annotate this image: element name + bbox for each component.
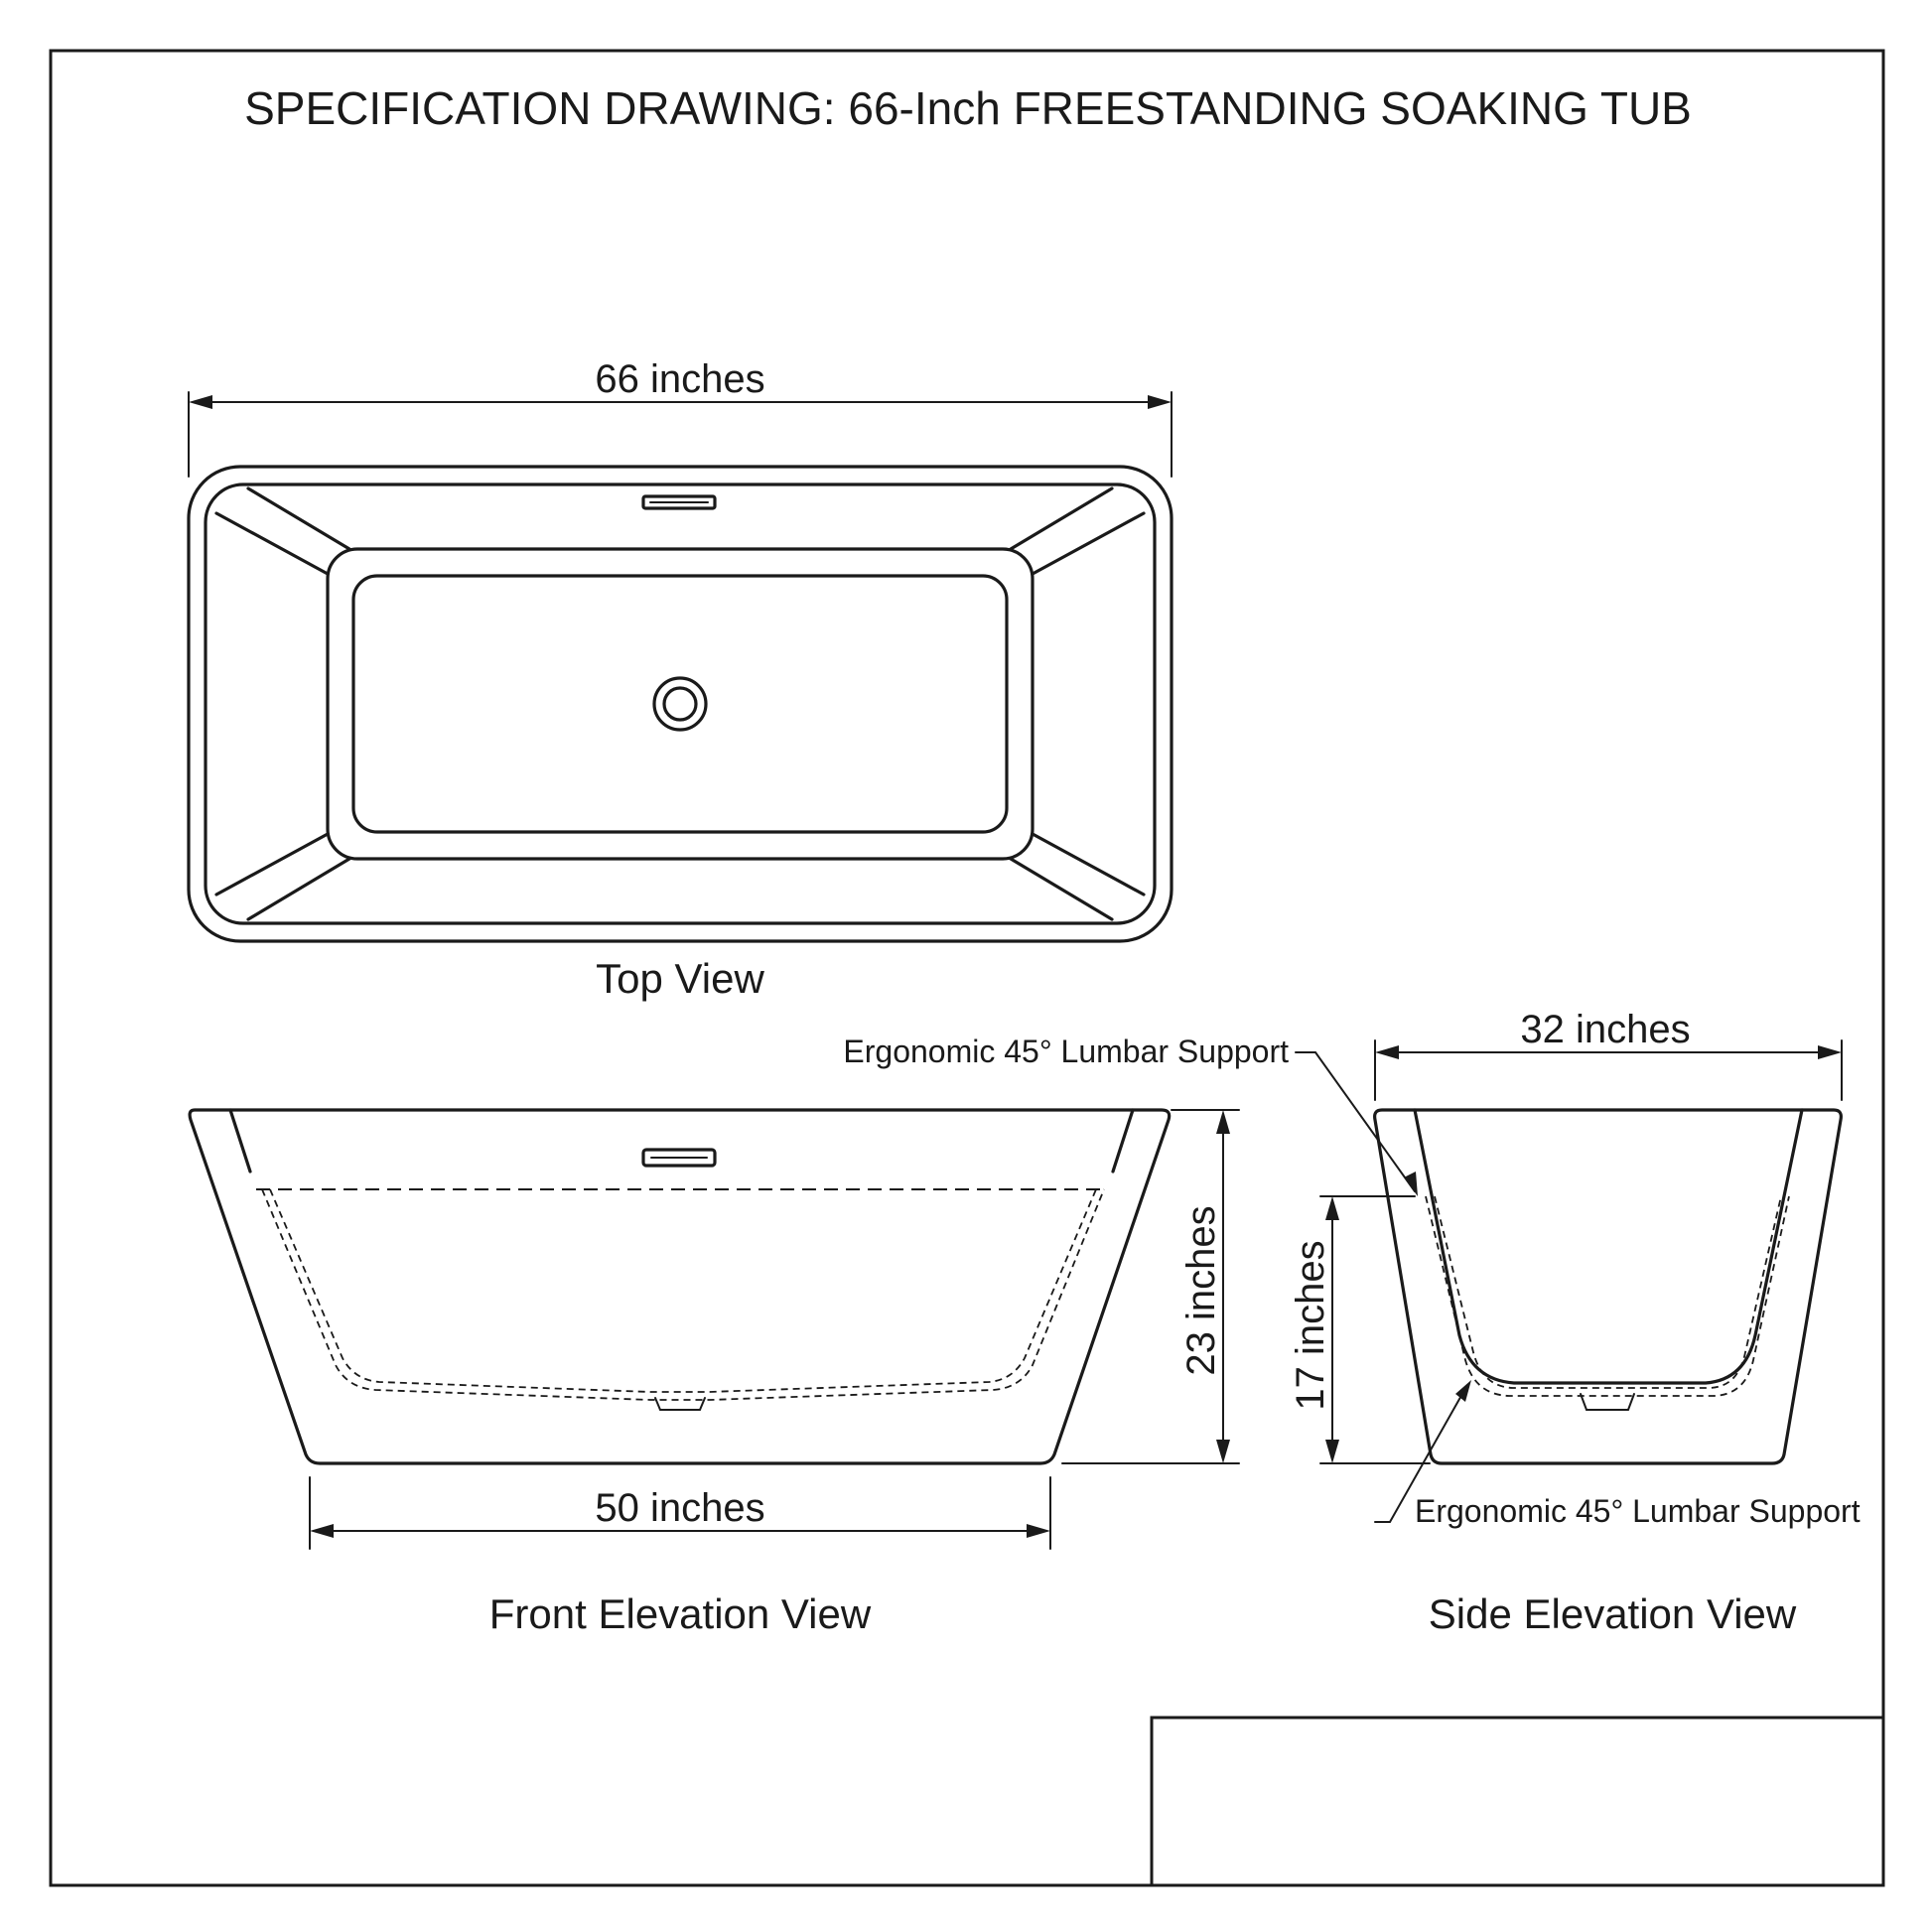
front-elevation-view: 23 inches 50 inches Front Elevation View: [188, 1108, 1240, 1637]
top-length-label: 66 inches: [595, 357, 764, 401]
top-view: 66 inches Top View: [187, 357, 1173, 1002]
front-overflow-icon: [641, 1148, 717, 1168]
lumbar-note-top: Ergonomic 45° Lumbar Support: [843, 1034, 1289, 1069]
side-width-label: 32 inches: [1520, 1008, 1690, 1051]
side-elevation-view: 32 inches 17 inches Ergonomic 45° Lumbar…: [843, 1008, 1860, 1637]
side-view-label: Side Elevation View: [1429, 1590, 1797, 1637]
drain-icon: [652, 676, 708, 732]
front-view-label: Front Elevation View: [489, 1590, 872, 1637]
sheet-border: [49, 49, 1885, 1887]
top-view-label: Top View: [596, 955, 764, 1002]
title-block: [1150, 1716, 1885, 1887]
overflow-icon: [641, 494, 717, 510]
front-base-length-label: 50 inches: [595, 1486, 764, 1530]
front-height-label: 23 inches: [1179, 1205, 1223, 1375]
side-water-depth-label: 17 inches: [1289, 1240, 1332, 1410]
drawing-title: SPECIFICATION DRAWING: 66-Inch FREESTAND…: [244, 82, 1692, 134]
lumbar-note-bottom: Ergonomic 45° Lumbar Support: [1415, 1493, 1861, 1529]
